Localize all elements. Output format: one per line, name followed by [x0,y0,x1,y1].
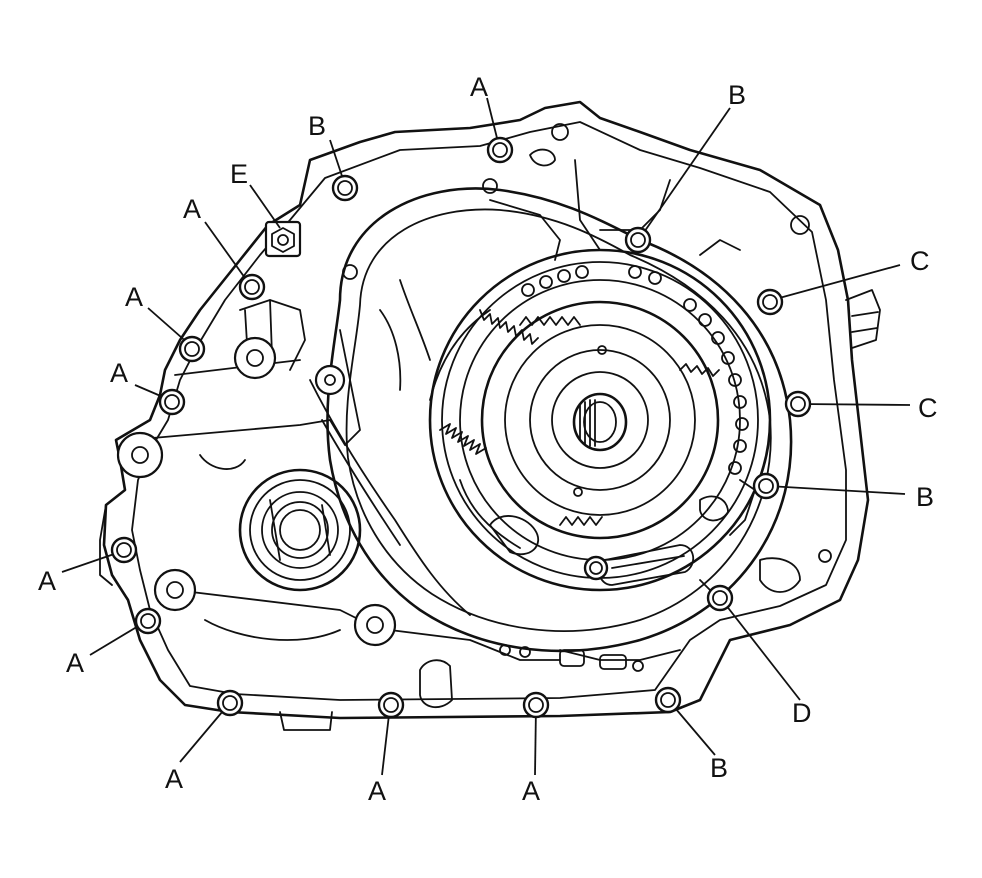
bolt-head-a9 [522,691,550,719]
bolt-head-a5 [110,536,138,564]
bolt-heads [110,136,812,719]
bolt-label-b2: B [728,80,746,110]
leader-a7 [179,704,229,763]
chain [521,265,749,475]
leader-a6 [89,621,146,656]
bolt-label-b4: B [710,753,728,783]
gear-assembly [428,248,772,592]
bolt-label-a7: A [165,764,183,794]
hex-bolt-e [264,220,302,258]
leader-d1 [721,599,801,701]
converter-housing-wall [309,187,793,653]
input-shaft [572,392,628,452]
bolt-head-c1 [756,288,784,316]
bolt-head-a7 [216,689,244,717]
bolt-label-a6: A [66,648,84,678]
bolt-head-d1 [706,584,734,612]
bolt-label-b3: B [916,482,934,512]
leader-b4 [669,701,716,756]
bolt-head-a1 [486,136,514,164]
axle-seal [238,468,362,592]
leader-a3 [147,307,191,346]
leader-c2 [799,403,911,406]
case-bosses [116,336,397,647]
left-case-details [129,123,832,709]
bolt-label-b1: B [308,111,326,141]
bolt-head-extra [583,555,609,581]
bolt-head-a4 [158,388,186,416]
bolt-head-a8 [377,691,405,719]
bolt-head-a3 [178,335,206,363]
bolt-label-a9: A [522,776,540,806]
bolt-label-a5: A [38,566,56,596]
bolt-label-d1: D [792,698,812,728]
bolt-head-b3 [752,472,780,500]
leader-a5 [61,551,121,573]
bolt-head-b2 [624,226,652,254]
bolt-label-a1: A [470,72,488,102]
bolt-head-a2 [238,273,266,301]
bolt-label-a3: A [125,282,143,312]
leader-b2 [639,107,731,239]
bolt-label-a8: A [368,776,386,806]
leader-c1 [771,264,901,301]
leader-e1 [249,184,281,229]
bolt-head-b1 [331,174,359,202]
bolt-head-c2 [784,390,812,418]
bolt-label-c2: C [918,393,938,423]
transaxle-housing [99,100,881,731]
bolt-label-a2: A [183,194,201,224]
leader-b3 [767,485,906,495]
leader-a2 [204,221,251,286]
bolt-label-a4: A [110,358,128,388]
bolt-label-e1: E [230,159,248,189]
bolt-label-c1: C [910,246,930,276]
bolt-head-a6 [134,607,162,635]
bolt-head-b4 [654,686,682,714]
callout-labels: A B B E A A A C C B A A A A A D B [38,72,938,806]
